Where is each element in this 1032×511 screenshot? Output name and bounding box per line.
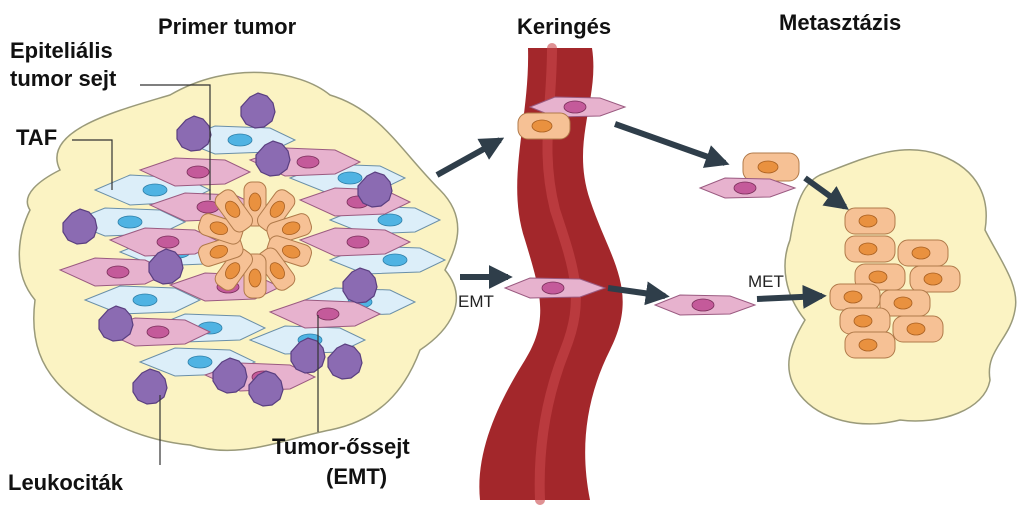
process-arrows xyxy=(435,121,849,309)
label-epithelial-line1: Epiteliális xyxy=(10,38,113,63)
label-leukocytes: Leukociták xyxy=(8,470,123,495)
leukocyte-group xyxy=(62,92,393,407)
label-leader-lines xyxy=(72,84,319,465)
metastasis-cell-cluster xyxy=(829,207,961,359)
label-epithelial-line2: tumor sejt xyxy=(10,66,117,91)
met-arrow xyxy=(756,284,827,309)
label-stem-cell-line2: (EMT) xyxy=(326,464,388,489)
to-metastasis-arrow-top xyxy=(803,175,849,210)
epithelial-leader xyxy=(140,84,211,200)
blood-vessel xyxy=(479,48,623,500)
extravasated-pair xyxy=(698,152,800,199)
exit-arrow-top xyxy=(613,121,730,168)
label-circulation: Keringés xyxy=(517,14,612,39)
label-primary-tumor: Primer tumor xyxy=(158,14,297,39)
circulating-emt-cell-top xyxy=(528,96,627,118)
exit-arrow-middle xyxy=(607,281,670,306)
epithelial-rosette xyxy=(198,181,312,299)
intravasation-arrow xyxy=(435,137,505,178)
label-metastasis: Metasztázis xyxy=(779,10,902,35)
label-met: MET xyxy=(748,272,784,291)
label-emt: EMT xyxy=(458,292,494,311)
extravasated-emt-cell xyxy=(653,294,757,316)
label-taf: TAF xyxy=(16,125,58,150)
taf-leader xyxy=(72,139,113,190)
circulating-epithelial-cell-top xyxy=(517,112,571,140)
label-stem-cell-line1: Tumor-őssejt xyxy=(272,434,410,459)
circulating-emt-cell-middle xyxy=(503,277,607,299)
